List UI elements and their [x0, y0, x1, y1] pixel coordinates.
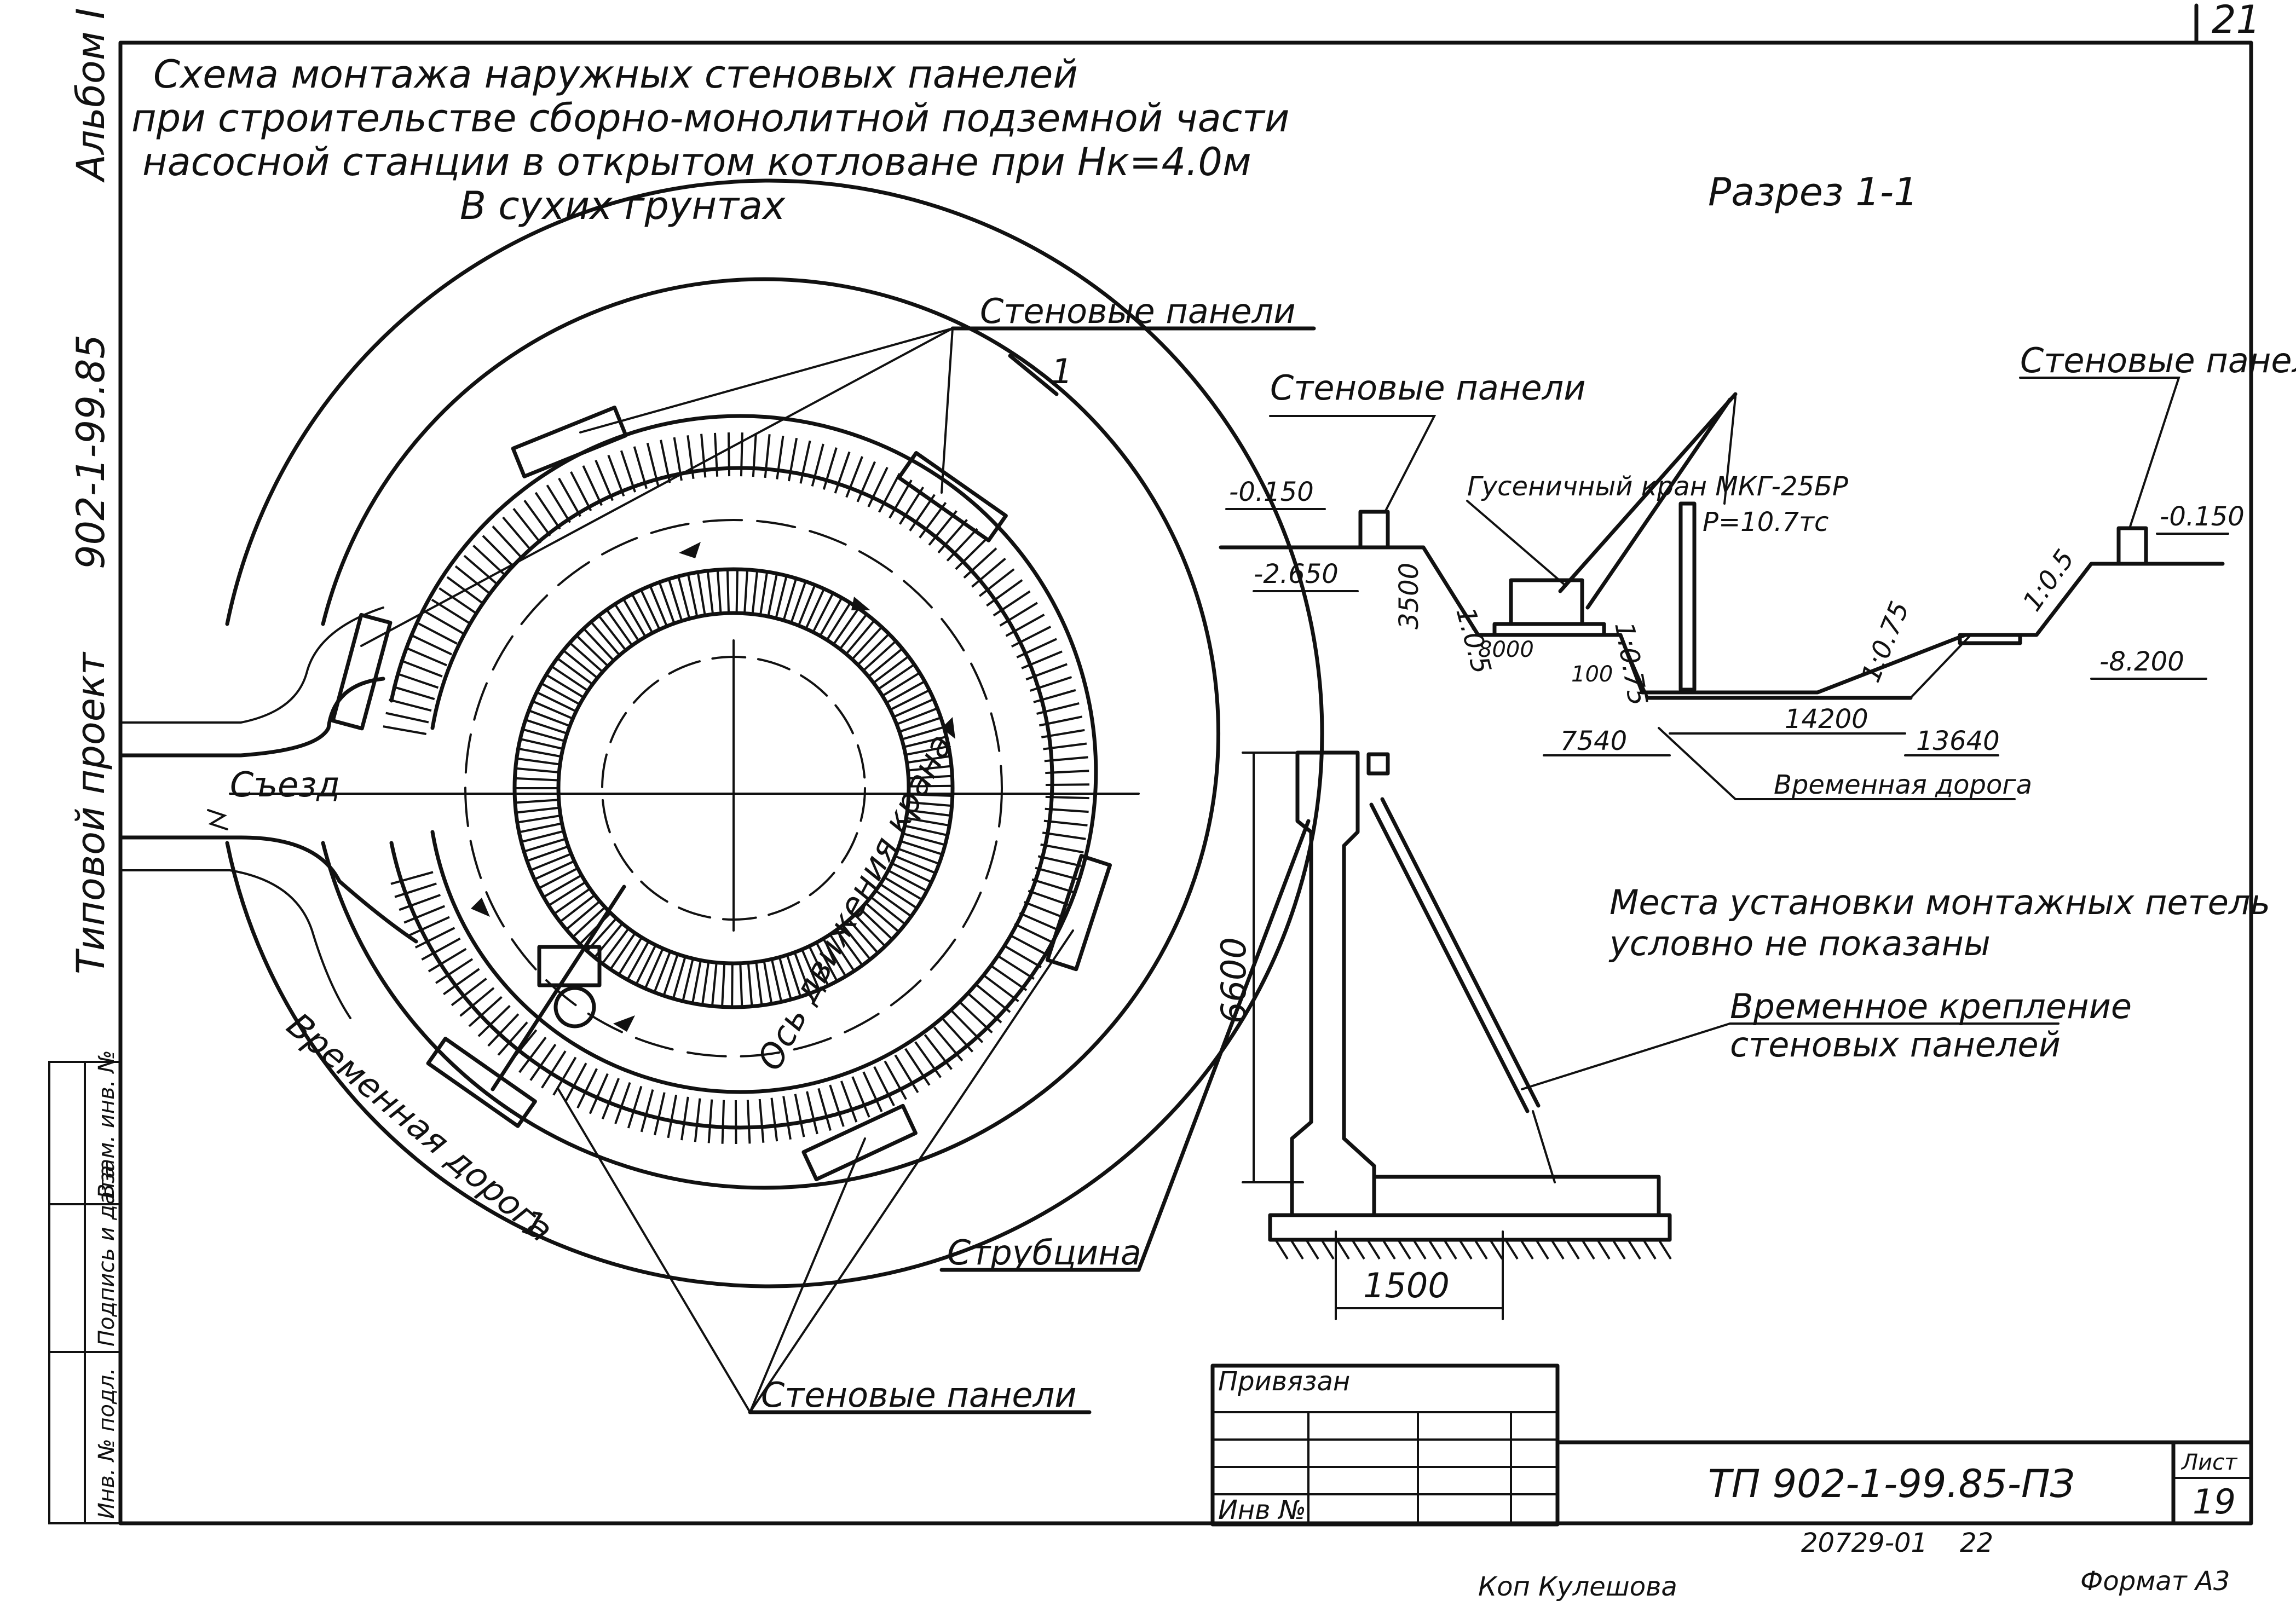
break-mark: [207, 809, 228, 830]
ramp-lower-2: [119, 869, 351, 1019]
stamp-inv: Инв №: [1218, 1495, 1306, 1525]
excavation-profile: [1219, 545, 2225, 695]
title-line-3: насосной станции в открытом котловане пр…: [142, 140, 1251, 184]
base-prep: [1268, 1213, 1672, 1242]
crane-axis-label: Ось движения крана: [749, 727, 961, 1077]
clamp-label: Струбцина: [947, 1233, 1141, 1273]
second-ring: [321, 277, 1221, 1190]
copied-by: Коп Кулешова: [1478, 1571, 1677, 1602]
wall-panel: [511, 406, 628, 478]
section-temp-road: Временная дорога: [1774, 770, 2032, 800]
crane-label: Гусеничный кран МКГ-25БР: [1467, 471, 1848, 502]
dim-1500: 1500: [1363, 1265, 1450, 1305]
sheet-number: 19: [2193, 1482, 2236, 1522]
soil-hatch: [1274, 1239, 1672, 1260]
panel-detail: 6600 1500 Места установки монтажных пете…: [1214, 750, 2270, 1320]
side-code: 902-1-99.85: [68, 334, 113, 569]
side-strip: Альбом I 902-1-99.85 Типовой проект Инв.…: [48, 8, 122, 1524]
drawing-title: Схема монтажа наружных стеновых панелей …: [131, 52, 1289, 228]
inner-hatching: [515, 569, 953, 1008]
entry-label: Съезд: [230, 765, 340, 805]
dim-13640: 13640: [1916, 726, 2000, 756]
doc-code: ТП 902-1-99.85-ПЗ: [1708, 1461, 2074, 1506]
elev-right-top: -0.150: [2160, 501, 2245, 532]
note-line-1: Места установки монтажных петель: [1609, 882, 2270, 922]
slope-ring-outer: [389, 414, 1098, 1130]
wall-panels-top-label: Стеновые панели: [980, 291, 1296, 331]
ramp-upper: [118, 677, 385, 758]
left-panels-label: Стеновые панели: [1270, 368, 1586, 408]
dim-6600: 6600: [1214, 937, 1254, 1024]
dim-3500: 3500: [1394, 563, 1424, 629]
wall-panel: [426, 1037, 537, 1128]
side-project: Типовой проект: [68, 651, 113, 974]
panel-stack-left: [1358, 510, 1390, 550]
wall-panel: [1045, 854, 1112, 972]
elev-left-top: -0.150: [1229, 477, 1314, 507]
side-box-3: Взам. инв. №: [94, 1050, 119, 1199]
title-block: Привязан Инв № ТП 902-1-99.85-ПЗ Лист 19…: [1210, 1363, 2253, 1602]
crane-symbol: [491, 885, 626, 1091]
elev-right-bottom: -8.200: [2099, 646, 2184, 677]
order-number: 20729-01: [1801, 1528, 1928, 1558]
ramp-upper-2: [119, 606, 384, 724]
note-line-2: условно не показаны: [1608, 923, 1991, 963]
dim-8000: 8000: [1478, 637, 1534, 662]
side-box-1: Инв. № подл.: [94, 1368, 119, 1519]
sheet-frame: [118, 41, 2253, 1525]
dim-100: 100: [1571, 662, 1613, 687]
crawler-crane: [1492, 392, 1738, 692]
title-line-4: В сухих грунтах: [460, 183, 786, 228]
side-album: Альбом I: [68, 8, 113, 183]
right-panels-label: Стеновые панели: [2020, 340, 2296, 380]
wall-panels-bottom-label: Стеновые панели: [761, 1375, 1077, 1415]
slab: [1372, 1175, 1661, 1217]
wall-panel: [801, 1103, 918, 1182]
plan-view: Стеновые панели 1 Съезд Ось движения кра…: [118, 178, 1324, 1415]
wall-panel: [897, 451, 1008, 542]
page-number: 22: [1960, 1528, 1993, 1558]
slope-right: 1:0.5: [2017, 544, 2080, 617]
crane-axis-circle: [464, 519, 1003, 1058]
wall-panel-section: [1290, 750, 1376, 1217]
title-line-1: Схема монтажа наружных стеновых панелей: [153, 52, 1078, 97]
ramp-lower: [118, 835, 418, 944]
slope-ring-inner: [430, 466, 1054, 1094]
elev-left-mid: -2.650: [1254, 559, 1339, 590]
section-1-1: Разрез 1-1 Стеновые панели Стеновые пане…: [1219, 170, 2296, 800]
dim-14200: 14200: [1785, 704, 1868, 735]
bracing-line-1: Временное крепление: [1730, 986, 2132, 1026]
slope-right-low: 1:0.75: [1855, 597, 1915, 686]
section-title: Разрез 1-1: [1708, 170, 1918, 215]
slope-hatching: [383, 432, 1089, 1144]
wall-panel: [331, 612, 393, 731]
title-line-2: при строительстве сборно-монолитной подз…: [131, 96, 1289, 141]
outer-boundary: [225, 178, 1324, 1288]
sheet-label: Лист: [2180, 1450, 2238, 1475]
bracing-line-2: стеновых панелей: [1730, 1025, 2061, 1065]
dim-7540: 7540: [1560, 726, 1627, 756]
slope-mid: 1:0.75: [1608, 620, 1653, 708]
format-label: Формат А3: [2080, 1566, 2230, 1597]
section-mark-top: 1: [1051, 351, 1072, 391]
brace: [1369, 802, 1530, 1113]
panel-stack-right: [2116, 526, 2148, 566]
stamp-bound: Привязан: [1218, 1366, 1350, 1397]
corner-number: 21: [2212, 0, 2260, 42]
side-box-2: Подпись и дата: [94, 1165, 119, 1347]
load-label: Р=10.7тс: [1703, 507, 1828, 538]
